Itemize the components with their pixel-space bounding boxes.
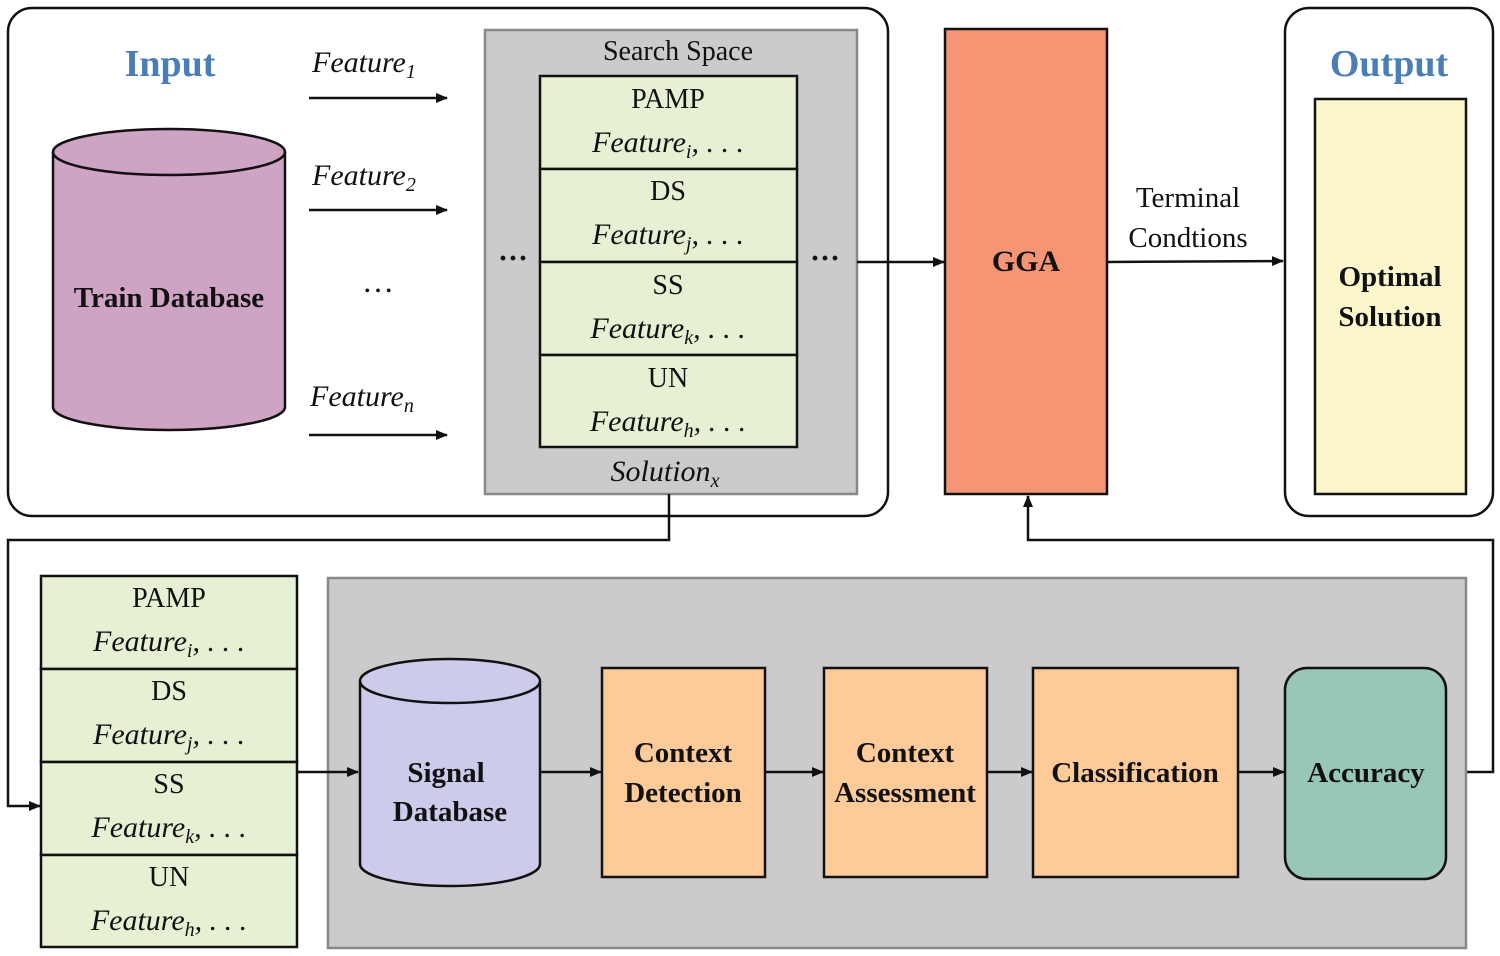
gga-box	[943, 27, 1109, 496]
svg-text:SS: SS	[652, 270, 683, 301]
search-group-pamp: PAMP Featurei, . . .	[538, 74, 799, 171]
context-assessment-box	[822, 666, 989, 879]
svg-text:DS: DS	[151, 676, 187, 707]
svg-text:Featureh, . . .: Featureh, . . .	[589, 405, 746, 442]
classification-box	[1031, 666, 1240, 879]
svg-text:Featureh, . . .: Featureh, . . .	[90, 904, 247, 941]
solution-label: Solutionx	[611, 455, 720, 492]
terminal-line-2: Condtions	[1128, 222, 1247, 254]
svg-text:UN: UN	[149, 862, 189, 893]
svg-text:Featurek, . . .: Featurek, . . .	[90, 811, 246, 848]
search-group-ss: SS Featurek, . . .	[538, 260, 799, 357]
signal-db-line-2: Database	[393, 796, 508, 828]
search-space-title: Search Space	[603, 36, 753, 67]
classification-label: Classification	[1051, 757, 1219, 789]
optimal-solution-box	[1313, 97, 1468, 496]
svg-text:PAMP: PAMP	[631, 84, 705, 115]
svg-text:DS: DS	[650, 176, 686, 207]
train-database-label: Train Database	[74, 282, 265, 314]
feature-n-label: Featuren	[309, 380, 414, 417]
accuracy-label: Accuracy	[1307, 757, 1425, 789]
context-detection-line-1: Context	[634, 737, 733, 769]
input-title: Input	[125, 43, 216, 85]
selected-group-pamp: PAMP Featurei, . . .	[39, 574, 299, 671]
svg-text:SS: SS	[153, 769, 184, 800]
arrow-solution-to-selected	[6, 494, 671, 811]
arrow-gga-to-output	[1106, 256, 1284, 267]
feature-ellipsis: …	[362, 263, 394, 299]
signal-database: Signal Database	[358, 657, 542, 888]
selected-group-ds: DS Featurej, . . .	[39, 667, 299, 764]
accuracy-box	[1283, 666, 1448, 881]
svg-text:Featurej, . . .: Featurej, . . .	[92, 718, 245, 755]
optimal-solution-line-1: Optimal	[1338, 261, 1441, 293]
svg-text:Featurej, . . .: Featurej, . . .	[591, 218, 744, 255]
optimal-solution-line-2: Solution	[1338, 301, 1441, 333]
svg-text:Featurei, . . .: Featurei, . . .	[92, 625, 245, 662]
svg-text:Featurei, . . .: Featurei, . . .	[591, 126, 744, 163]
selected-group-un: UN Featureh, . . .	[39, 853, 299, 949]
search-group-un: UN Featureh, . . .	[538, 353, 799, 449]
train-database: Train Database	[51, 127, 287, 432]
search-group-ds: DS Featurej, . . .	[538, 167, 799, 264]
svg-text:UN: UN	[648, 363, 688, 394]
context-assessment-line-1: Context	[856, 737, 955, 769]
output-title: Output	[1330, 43, 1449, 85]
search-left-dots: ···	[498, 242, 528, 275]
context-detection-line-2: Detection	[624, 777, 742, 809]
signal-db-line-1: Signal	[407, 757, 484, 789]
arrow-accuracy-to-gga	[1023, 495, 1495, 774]
context-assessment-line-2: Assessment	[834, 777, 976, 809]
terminal-line-1: Terminal	[1136, 182, 1240, 214]
feature-1-label: Feature1	[311, 46, 416, 83]
svg-text:Featurek, . . .: Featurek, . . .	[589, 312, 745, 349]
svg-text:PAMP: PAMP	[132, 583, 206, 614]
context-detection-box	[600, 666, 767, 879]
selected-group-ss: SS Featurek, . . .	[39, 760, 299, 857]
feature-2-label: Feature2	[311, 159, 416, 196]
search-right-dots: ···	[810, 242, 840, 275]
gga-label: GGA	[992, 245, 1061, 278]
